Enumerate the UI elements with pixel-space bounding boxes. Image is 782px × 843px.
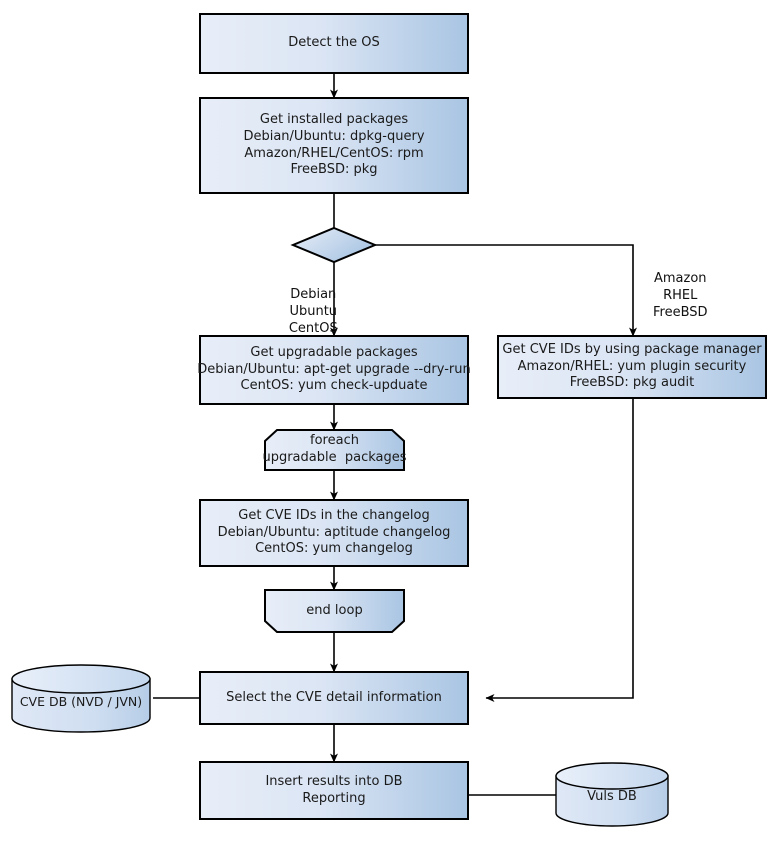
node-foreach-shape xyxy=(264,429,405,471)
edge-pkgmgr-to-select xyxy=(485,398,634,702)
node-select-cve-shape xyxy=(199,671,469,725)
node-get-cve-pkgmgr-shape xyxy=(497,335,767,399)
edge-label-right-branch-line-2: FreeBSD xyxy=(652,304,708,320)
edge-label-right-branch: Amazon RHEL FreeBSD xyxy=(634,254,710,338)
edge-label-left-branch-line-2: CentOS xyxy=(288,320,338,336)
edge-decision-to-pkgmgr xyxy=(375,244,637,337)
node-end-loop-shape xyxy=(264,589,405,633)
edge-label-left-branch: Debian Ubuntu CentOS xyxy=(268,270,342,354)
node-vuls-db-shape xyxy=(555,762,669,827)
node-insert-results-shape xyxy=(199,761,469,820)
node-get-installed-shape xyxy=(199,97,469,194)
edge-label-right-branch-line-0: Amazon xyxy=(653,270,707,286)
connector-group xyxy=(153,73,637,796)
edge-label-right-branch-line-1: RHEL xyxy=(663,287,698,303)
node-detect-os-shape xyxy=(199,13,469,74)
edge-label-left-branch-line-0: Debian xyxy=(290,286,337,302)
node-get-cve-changelog-shape xyxy=(199,499,469,567)
node-decision-shape xyxy=(290,226,378,264)
node-get-upgradable-shape xyxy=(199,335,469,405)
node-cve-db-shape xyxy=(11,664,151,733)
edge-label-left-branch-line-1: Ubuntu xyxy=(289,303,338,319)
